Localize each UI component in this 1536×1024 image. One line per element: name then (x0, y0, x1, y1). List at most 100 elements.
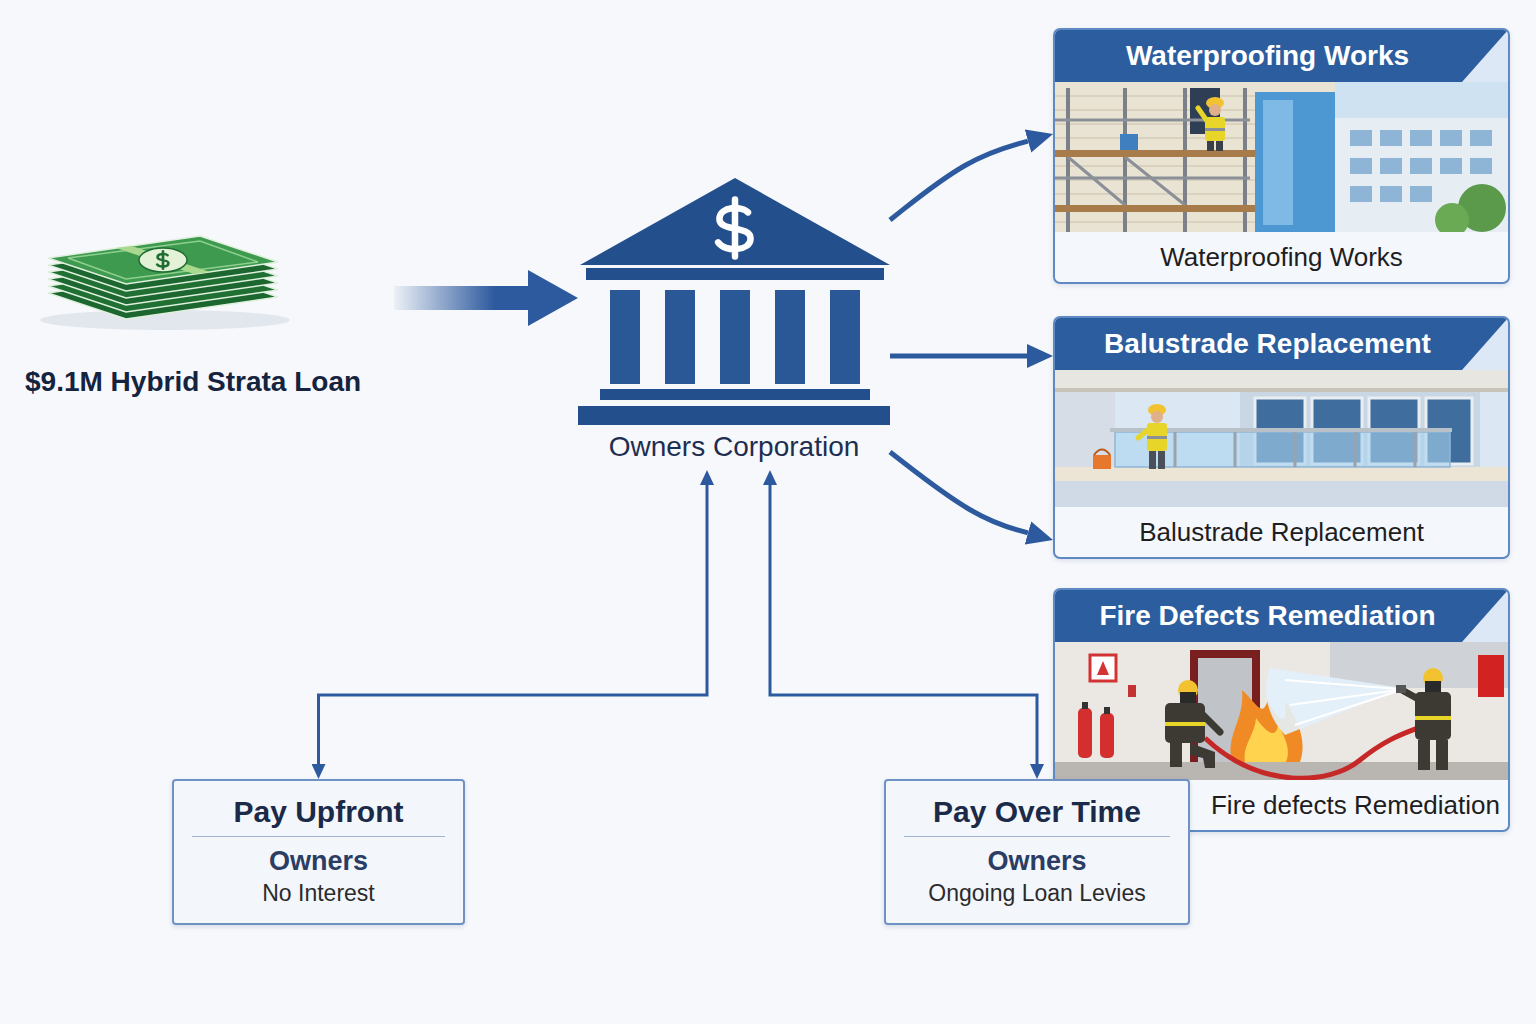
fire-illustration (1128, 685, 1136, 697)
waterproofing-illustration (1470, 130, 1492, 146)
bank-icon (665, 290, 695, 384)
box-subtitle: Owners (188, 844, 449, 878)
card-ground (1054, 29, 1509, 831)
balustrade-illustration (1138, 428, 1150, 438)
fire-illustration (1415, 716, 1451, 720)
balustrade-illustration (1055, 370, 1508, 507)
waterproofing-illustration (1350, 158, 1372, 174)
money-stack-icon (139, 248, 187, 272)
card-header: Waterproofing Works (1055, 30, 1508, 82)
loan-icon-node: $9.1M Hybrid Strata Loan (22, 245, 394, 405)
fire-illustration (1425, 681, 1441, 693)
connector-arrow (319, 485, 708, 764)
waterproofing-illustration (1055, 205, 1255, 212)
waterproofing-illustration (1055, 165, 1255, 167)
card-header: Fire Defects Remediation (1055, 590, 1508, 642)
illustration-area (1055, 82, 1508, 232)
balustrade-illustration (1149, 451, 1156, 469)
illustration-area (22, 245, 394, 365)
waterproofing-illustration (1198, 108, 1207, 121)
illustration-area (578, 175, 890, 430)
illustration-area (1055, 642, 1508, 780)
fire-illustration (1295, 691, 1398, 725)
waterproofing-illustration (1055, 221, 1255, 223)
waterproofing-illustration (1055, 82, 1508, 232)
fire-illustration (1200, 712, 1220, 732)
balustrade-illustration (1294, 432, 1297, 467)
waterproofing-illustration (1068, 157, 1125, 205)
fire-illustration (1097, 661, 1109, 675)
waterproofing-illustration (1055, 95, 1255, 97)
bank-icon (720, 290, 750, 384)
entity-icon-node: Owners Corporation (578, 175, 890, 470)
waterproofing-illustration (1263, 100, 1293, 225)
waterproofing-illustration (1380, 158, 1402, 174)
fire-illustration (1090, 655, 1116, 681)
money-stack-icon (157, 251, 168, 269)
bank-icon (830, 290, 860, 384)
waterproofing-illustration (1335, 118, 1508, 232)
card-ground (1054, 29, 1509, 283)
waterproofing-illustration (1435, 203, 1469, 232)
fire-illustration (1396, 685, 1406, 693)
waterproofing-illustration (1209, 104, 1221, 116)
bank-icon (718, 199, 751, 256)
node-label: $9.1M Hybrid Strata Loan (22, 365, 394, 399)
money-stack-icon (116, 246, 210, 274)
bank-icon (600, 389, 870, 400)
fire-illustration (1180, 692, 1196, 704)
node-label: Owners Corporation (578, 430, 890, 464)
fire-illustration (1436, 740, 1448, 770)
waterproofing-illustration (1410, 158, 1432, 174)
bank-icon (586, 268, 884, 280)
connector-arrow (890, 141, 1028, 220)
waterproofing-illustration (1440, 130, 1462, 146)
box-detail: No Interest (188, 878, 449, 908)
fire-illustration (1205, 728, 1418, 778)
money-stack-icon (68, 241, 258, 279)
connector-group (319, 141, 1038, 764)
fire-illustration (1170, 743, 1182, 767)
box-title: Pay Over Time (904, 795, 1170, 837)
fire-illustration (1290, 690, 1398, 705)
balustrade-illustration (1175, 432, 1415, 467)
waterproofing-illustration (1125, 157, 1185, 205)
balustrade-illustration (1147, 436, 1167, 439)
bank-icon (775, 290, 805, 384)
waterproofing-illustration (1380, 130, 1402, 146)
waterproofing-illustration (1055, 193, 1255, 195)
fire-illustration (1078, 708, 1092, 758)
waterproofing-illustration (1440, 158, 1462, 174)
waterproofing-illustration (1205, 128, 1225, 131)
bank-icon (578, 178, 890, 425)
balustrade-illustration (1055, 370, 1508, 392)
bank-icon (580, 178, 890, 265)
waterproofing-illustration (1410, 186, 1432, 202)
work-card: Waterproofing WorksWaterproofing Works (1053, 28, 1510, 284)
balustrade-illustration (1055, 388, 1508, 392)
connector-arrow (890, 452, 1028, 533)
fire-illustration (1190, 743, 1215, 768)
fire-illustration (1055, 642, 1508, 780)
fire-illustration (1285, 680, 1398, 725)
waterproofing-illustration (1055, 109, 1255, 111)
fire-illustration (1082, 702, 1088, 709)
bank-icon (610, 290, 640, 384)
connector-arrow (770, 485, 1037, 764)
fire-illustration (1104, 707, 1110, 714)
waterproofing-illustration (1470, 158, 1492, 174)
fire-illustration (1100, 713, 1114, 758)
money-stack-icon (40, 236, 290, 330)
box-title: Pay Upfront (192, 795, 445, 837)
waterproofing-illustration (1207, 141, 1214, 151)
payment-box: Pay UpfrontOwnersNo Interest (172, 779, 465, 925)
balustrade-illustration (1158, 451, 1165, 469)
waterproofing-illustration (1255, 92, 1335, 232)
card-caption: Waterproofing Works (1055, 232, 1508, 282)
waterproofing-illustration (1410, 130, 1432, 146)
balustrade-illustration (1094, 450, 1110, 456)
fire-illustration (1055, 642, 1508, 780)
balustrade-illustration (1354, 432, 1357, 467)
fire-illustration (1165, 722, 1205, 726)
bank-icon (578, 406, 890, 425)
